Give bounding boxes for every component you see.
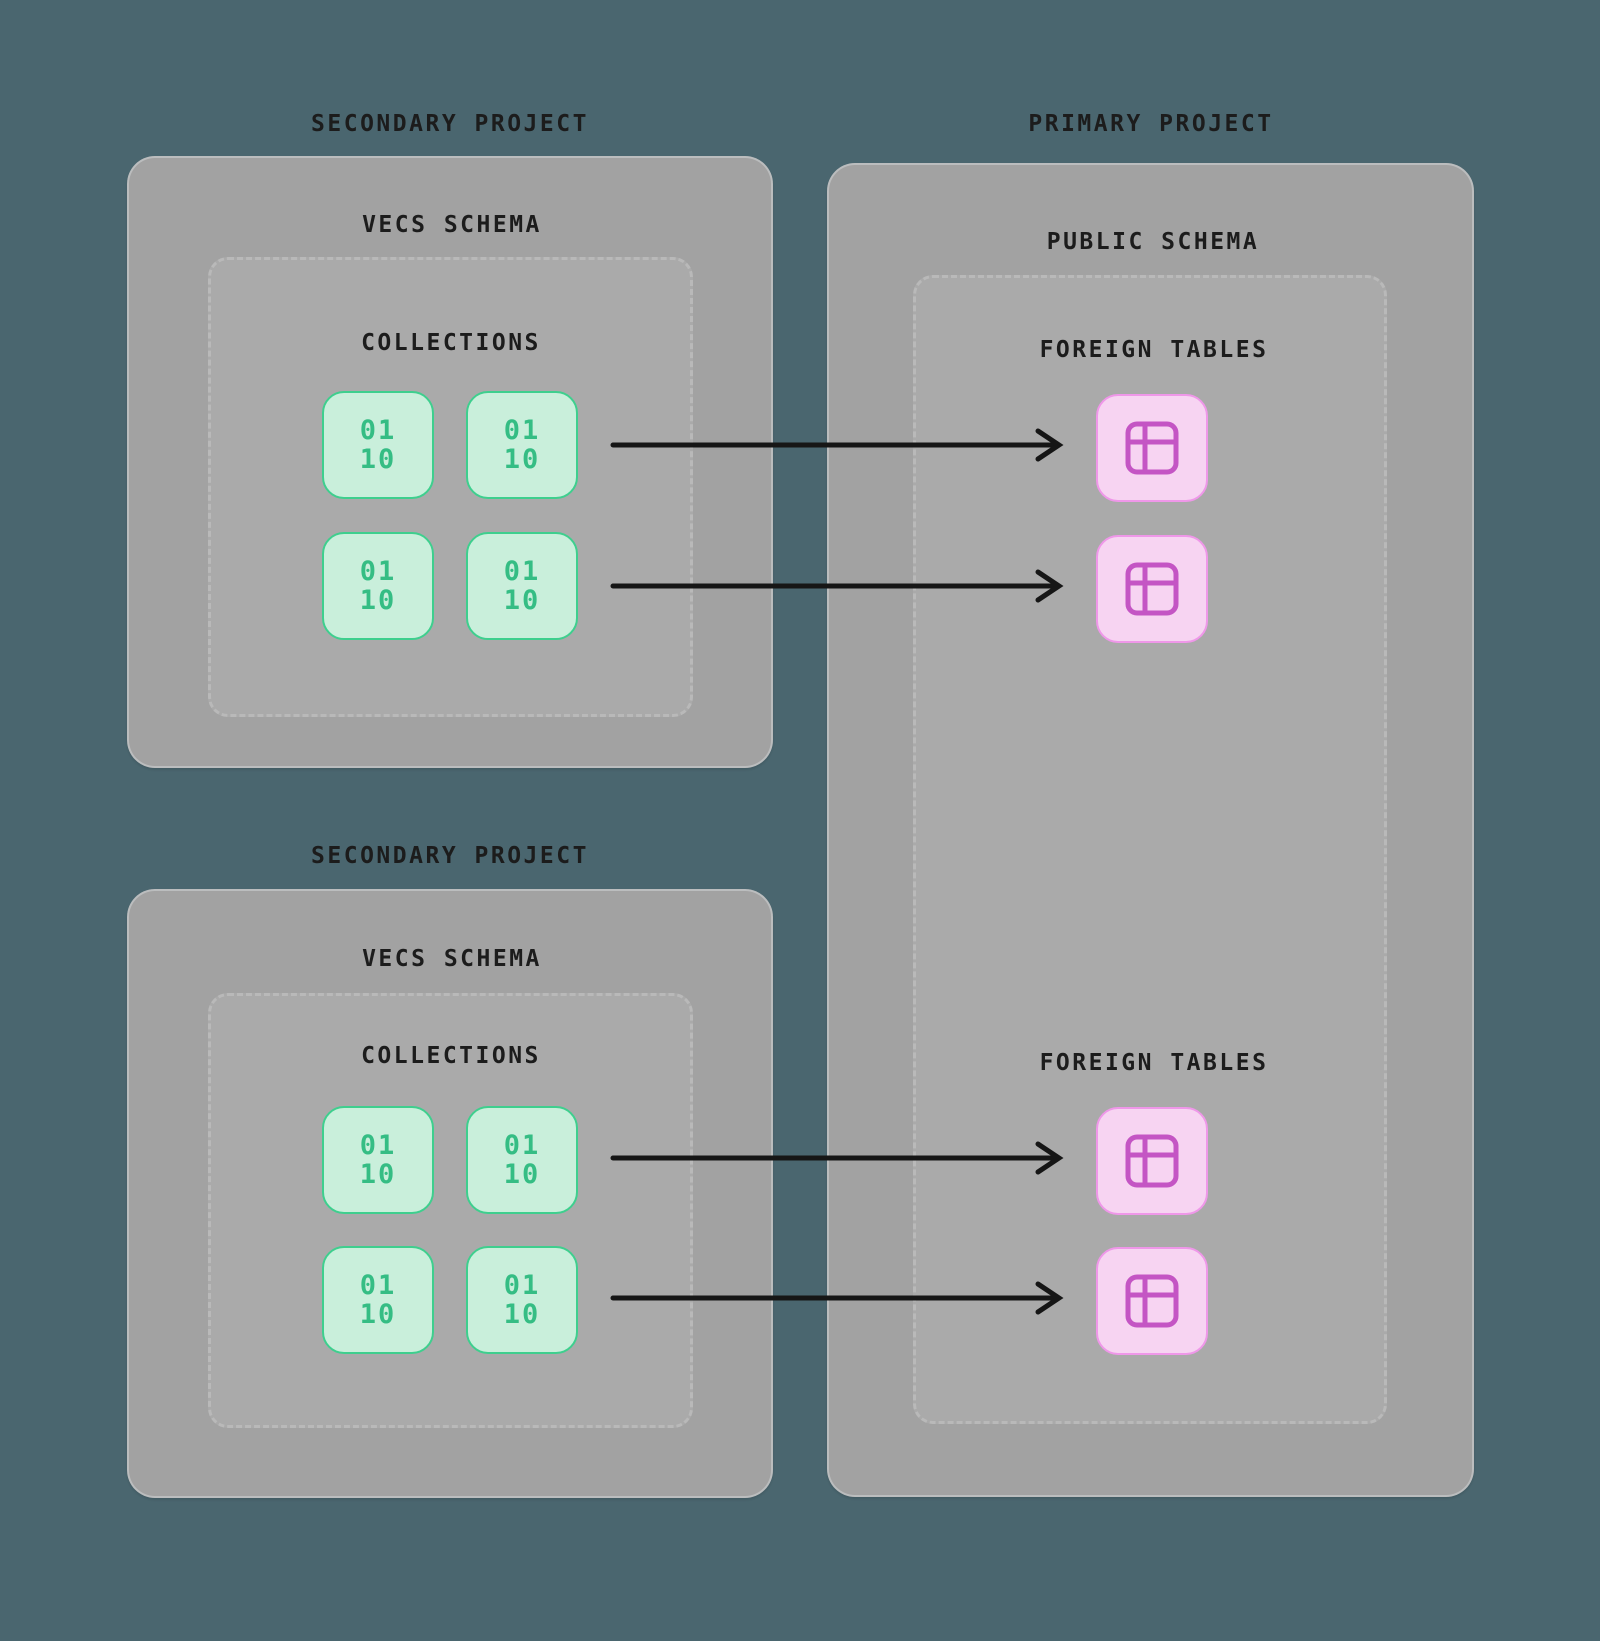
binary-text: 10 [359,1159,397,1190]
primary-project-label: PRIMARY PROJECT [1028,111,1274,137]
collection-icon: 01 10 [322,1106,434,1214]
table-icon [1125,421,1179,475]
binary-text: 01 [359,1269,397,1301]
collection-icon: 01 10 [466,1246,578,1354]
binary-text: 01 [503,1269,541,1301]
public-schema-title: PUBLIC SCHEMA [1046,229,1260,255]
collection-icon: 01 10 [466,532,578,640]
binary-text: 10 [359,444,397,475]
secondary-project-bottom-box: VECS SCHEMA COLLECTIONS 01 10 01 10 01 1… [127,889,773,1498]
secondary-project-bottom-label: SECONDARY PROJECT [311,843,589,869]
binary-text: 01 [359,414,397,446]
collection-icon: 01 10 [322,391,434,499]
table-icon [1125,1134,1179,1188]
collections-panel-top: COLLECTIONS 01 10 01 10 01 10 01 10 [208,257,693,717]
binary-text: 10 [359,585,397,616]
collections-panel-bottom: COLLECTIONS 01 10 01 10 01 10 01 10 [208,993,693,1428]
collection-icon: 01 10 [322,1246,434,1354]
collection-icon: 01 10 [322,532,434,640]
binary-text: 01 [503,1129,541,1161]
collection-icon: 01 10 [466,391,578,499]
secondary-project-top-box: VECS SCHEMA COLLECTIONS 01 10 01 10 01 1… [127,156,773,768]
binary-text: 10 [503,585,541,616]
secondary-project-top-label: SECONDARY PROJECT [311,111,589,137]
foreign-table-icon [1096,1107,1208,1215]
binary-text: 10 [503,1299,541,1330]
collections-top-title: COLLECTIONS [361,330,541,356]
binary-text: 01 [359,555,397,587]
binary-text: 10 [503,444,541,475]
vecs-schema-top-title: VECS SCHEMA [362,212,542,238]
vecs-schema-bottom-title: VECS SCHEMA [362,946,542,972]
binary-text: 01 [359,1129,397,1161]
foreign-tables-top-title: FOREIGN TABLES [1039,337,1269,363]
table-icon [1125,562,1179,616]
binary-text: 10 [359,1299,397,1330]
foreign-tables-panel: FOREIGN TABLES FOREIGN TABLES [913,275,1387,1424]
foreign-table-icon [1096,1247,1208,1355]
binary-text: 01 [503,414,541,446]
binary-text: 01 [503,555,541,587]
foreign-table-icon [1096,535,1208,643]
foreign-tables-bottom-title: FOREIGN TABLES [1039,1050,1269,1076]
foreign-table-icon [1096,394,1208,502]
collection-icon: 01 10 [466,1106,578,1214]
binary-text: 10 [503,1159,541,1190]
collections-bottom-title: COLLECTIONS [361,1043,541,1069]
table-icon [1125,1274,1179,1328]
primary-project-box: PUBLIC SCHEMA FOREIGN TABLES FOREIGN TAB… [827,163,1474,1497]
